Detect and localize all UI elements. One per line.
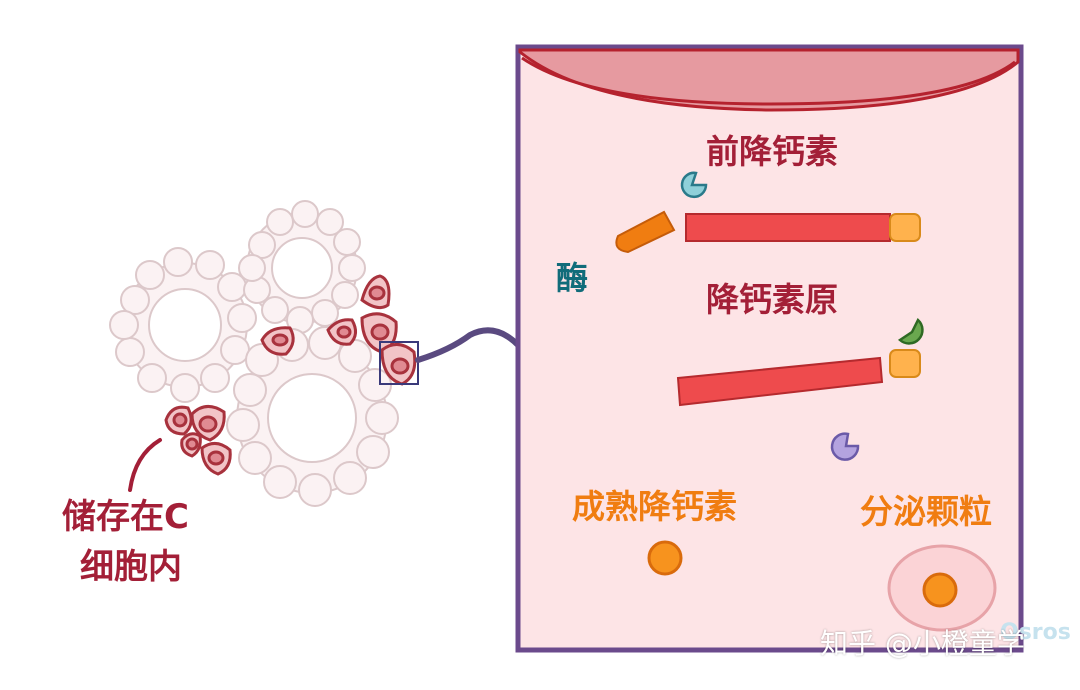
zoom-connector xyxy=(415,327,521,363)
enzyme-blue-icon xyxy=(680,171,708,199)
signal-peptide xyxy=(615,210,676,254)
secretory-granule xyxy=(887,544,997,632)
thyroid-follicles xyxy=(109,200,399,507)
enzyme-purple-icon xyxy=(830,432,860,461)
mature-calcitonin-label: 成熟降钙素 xyxy=(572,487,737,526)
storage-label-line1: 储存在C xyxy=(62,497,189,537)
secretory-granule-label: 分泌颗粒 xyxy=(860,492,992,531)
storage-label-line2: 细胞内 xyxy=(80,547,182,587)
watermark-badge: Osros xyxy=(1000,620,1071,645)
label-pointer-line xyxy=(128,438,162,492)
follicle-left xyxy=(109,247,257,403)
enzyme-label: 酶 xyxy=(556,259,589,297)
c-terminal-tip-2 xyxy=(889,349,921,378)
preprocalcitonin-molecule xyxy=(615,171,921,254)
calcitonin-chain-2 xyxy=(676,356,884,407)
c-terminal-tip-1 xyxy=(889,213,921,242)
calcitonin-chain-1 xyxy=(685,213,891,242)
procalcitonin-label: 降钙素原 xyxy=(706,280,838,319)
enzyme-green-icon xyxy=(897,317,924,345)
mature-calcitonin-dot xyxy=(647,540,683,576)
vessel-wall xyxy=(521,56,1016,106)
preprocalcitonin-label: 前降钙素 xyxy=(706,132,838,171)
follicle-top xyxy=(238,200,366,334)
follicle-bottom xyxy=(226,326,399,507)
c-cell-group-bottom xyxy=(164,405,232,476)
zhihu-watermark: 知乎 @小橙童学 xyxy=(820,627,1025,660)
procalcitonin-molecule xyxy=(676,317,924,407)
